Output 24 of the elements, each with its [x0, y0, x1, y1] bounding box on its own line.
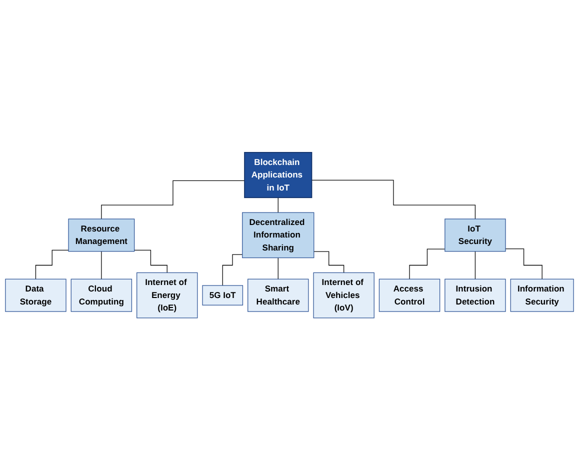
tree-diagram: Blockchain Applications in IoT Resource Management Decentralized Information Sharing IoT Security Data Storage Cloud Computing Internet of Energy (IoE) 5G IoT Smart Healthcare Internet of Vehicles (IoV) Access Control Intrusion Detection Information Security	[2, 148, 577, 322]
connector	[101, 250, 102, 280]
connector	[222, 254, 243, 286]
node-box	[136, 272, 198, 318]
node-box	[68, 218, 135, 252]
node-box	[242, 212, 314, 258]
node-box	[444, 278, 506, 312]
node-box	[248, 278, 309, 312]
connector	[35, 250, 69, 280]
node-box	[70, 278, 132, 312]
node-box	[510, 278, 574, 312]
node-box	[444, 218, 506, 252]
connector	[474, 250, 476, 280]
node-box	[313, 272, 374, 318]
node-box	[378, 278, 440, 312]
connector	[505, 248, 542, 280]
connector	[314, 251, 344, 273]
node-box	[5, 278, 66, 312]
connector	[409, 248, 446, 280]
node-box	[244, 152, 312, 198]
connector	[311, 180, 476, 220]
connector	[101, 180, 245, 220]
node-box	[202, 285, 244, 306]
connector	[134, 250, 168, 273]
